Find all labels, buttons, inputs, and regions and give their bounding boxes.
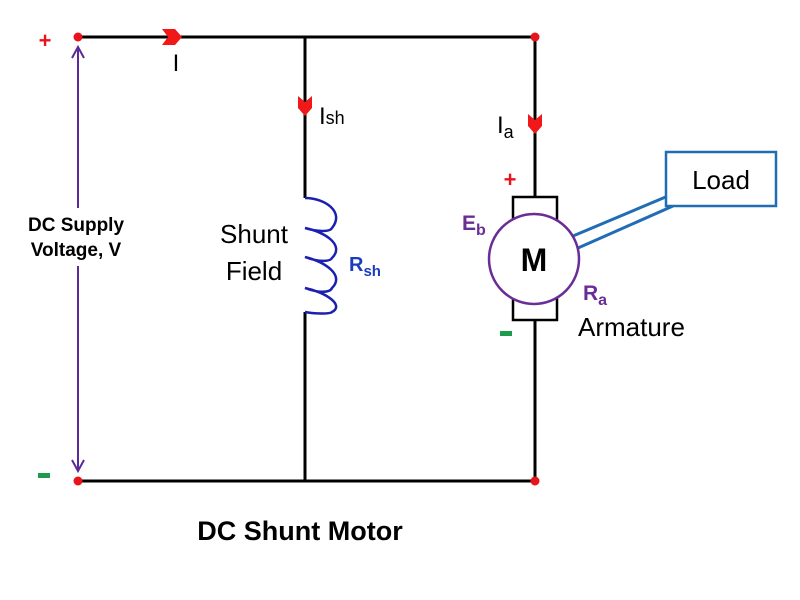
- back-emf-main: E: [462, 212, 476, 235]
- motor-plus-sign: +: [504, 167, 517, 192]
- supply-label-background: [14, 208, 140, 266]
- shunt-resistance-label: Rsh: [349, 254, 381, 280]
- supply-plus-sign: +: [39, 28, 52, 53]
- motor-minus-sign: [500, 331, 512, 336]
- armature-current-arrow-icon: [528, 114, 542, 134]
- load-shaft-line-lower: [577, 204, 674, 250]
- armature-current-main: I: [497, 112, 504, 139]
- node-bottom-right: [530, 476, 540, 486]
- motor-symbol: M: [521, 242, 548, 278]
- shunt-current-sub: sh: [326, 108, 345, 128]
- supply-label-line1: DC Supply: [28, 215, 124, 236]
- armature-resistance-main: R: [583, 282, 598, 305]
- armature-resistance-label: Ra: [583, 282, 607, 309]
- armature-current-label: Ia: [497, 112, 515, 142]
- shunt-current-label: Ish: [319, 103, 345, 130]
- shunt-field-label-line1: Shunt: [220, 219, 289, 249]
- shunt-current-main: I: [319, 103, 326, 130]
- line-current-label: I: [173, 50, 180, 77]
- diagram-title: DC Shunt Motor: [197, 516, 403, 546]
- load-label: Load: [692, 165, 750, 195]
- shunt-field-label-line2: Field: [226, 256, 282, 286]
- node-top-right: [530, 32, 540, 42]
- node-bottom-left: [73, 476, 83, 486]
- load-shaft-line-upper: [572, 194, 669, 238]
- shunt-current-arrow-icon: [298, 96, 312, 116]
- load-box: [664, 150, 778, 208]
- armature-resistance-sub: a: [598, 292, 607, 309]
- back-emf-label: Eb: [462, 212, 486, 239]
- back-emf-sub: b: [476, 222, 486, 239]
- shunt-resistance-sub: sh: [363, 263, 381, 280]
- shunt-field-coil: [304, 196, 338, 315]
- shunt-resistance-main: R: [349, 254, 364, 276]
- motor-armature-circle: [487, 212, 581, 306]
- voltage-arrow-head-bottom-icon: [71, 459, 85, 474]
- armature-label: Armature: [578, 312, 685, 342]
- supply-minus-sign: [38, 473, 50, 478]
- voltage-arrow-head-top-icon: [71, 44, 85, 59]
- node-top-left: [73, 32, 83, 42]
- wires: [78, 35, 537, 483]
- armature-current-sub: a: [504, 122, 515, 142]
- supply-label-line2: Voltage, V: [31, 240, 122, 261]
- line-current-arrow-icon: [162, 29, 182, 45]
